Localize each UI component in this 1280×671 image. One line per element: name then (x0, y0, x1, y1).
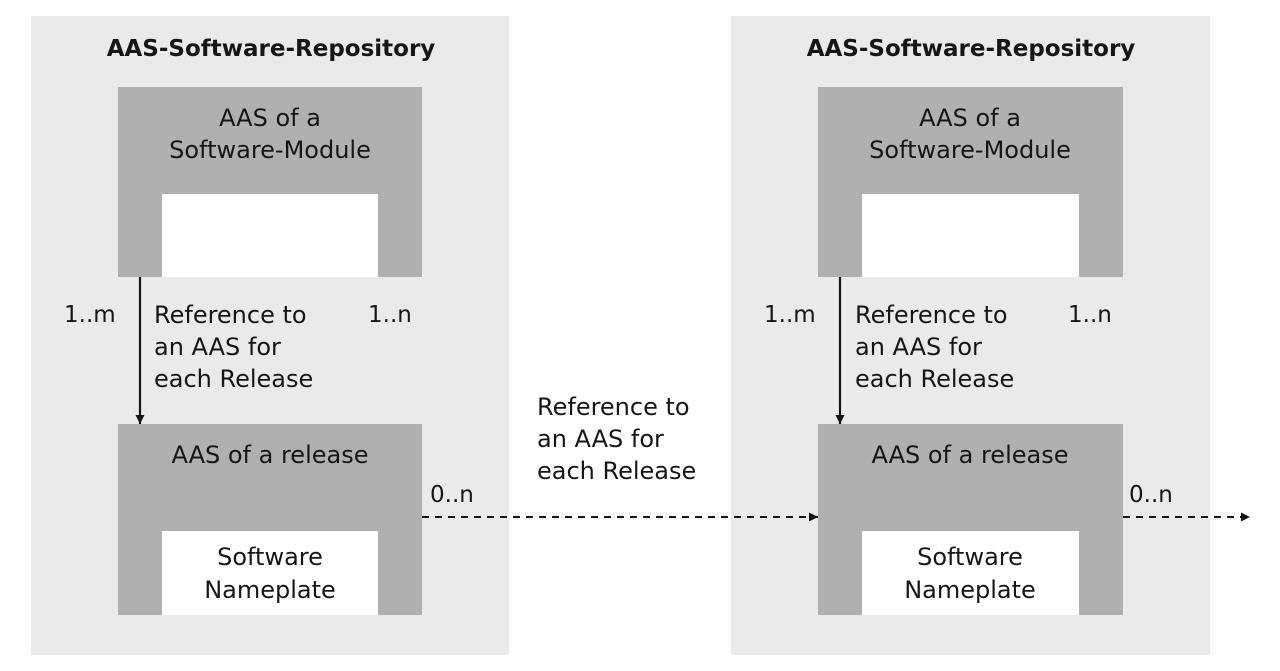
release-aas-2-title: AAS of a release (871, 441, 1069, 469)
release-aas-1-title: AAS of a release (171, 441, 369, 469)
multiplicity-0n-2: 0..n (1129, 482, 1173, 508)
module-title-line-1: AAS of a (919, 104, 1021, 132)
software-module-aas-2-title: AAS of a Software-Module (818, 102, 1122, 166)
nameplate-box-2 (862, 531, 1079, 615)
nameplate-line-1: Software (217, 543, 323, 571)
nameplate-line-1: Software (917, 543, 1023, 571)
ref-line-3: each Release (855, 365, 1015, 393)
multiplicity-1n-1: 1..n (368, 302, 412, 328)
ref-line-2: an AAS for (154, 333, 281, 361)
software-module-aas-2-inner (862, 194, 1079, 277)
nameplate-2-label: Software Nameplate (862, 541, 1078, 607)
multiplicity-1n-2: 1..n (1068, 302, 1112, 328)
repository-1-title: AAS-Software-Repository (106, 36, 436, 62)
multiplicity-1m-2: 1..m (764, 302, 816, 328)
ref-line-3: each Release (154, 365, 314, 393)
multiplicity-1m-1: 1..m (64, 302, 116, 328)
ref-line-1: Reference to (154, 301, 307, 329)
reference-label-2: Reference to an AAS for each Release (855, 299, 1014, 395)
between-reference-label: Reference to an AAS for each Release (537, 391, 696, 487)
nameplate-line-2: Nameplate (904, 576, 1036, 604)
module-title-line-1: AAS of a (219, 104, 321, 132)
nameplate-1-label: Software Nameplate (162, 541, 378, 607)
ref-line-2: an AAS for (855, 333, 982, 361)
software-module-aas-1-inner (162, 194, 378, 277)
nameplate-box-1 (162, 531, 378, 615)
multiplicity-0n-1: 0..n (430, 482, 474, 508)
repository-2-title: AAS-Software-Repository (806, 36, 1136, 62)
module-title-line-2: Software-Module (869, 136, 1071, 164)
between-ref-line-1: Reference to (537, 393, 690, 421)
ref-line-1: Reference to (855, 301, 1008, 329)
between-ref-line-2: an AAS for (537, 425, 664, 453)
reference-label-1: Reference to an AAS for each Release (154, 299, 313, 395)
nameplate-line-2: Nameplate (204, 576, 336, 604)
module-title-line-2: Software-Module (169, 136, 371, 164)
software-module-aas-1-title: AAS of a Software-Module (118, 102, 422, 166)
between-ref-line-3: each Release (537, 457, 697, 485)
